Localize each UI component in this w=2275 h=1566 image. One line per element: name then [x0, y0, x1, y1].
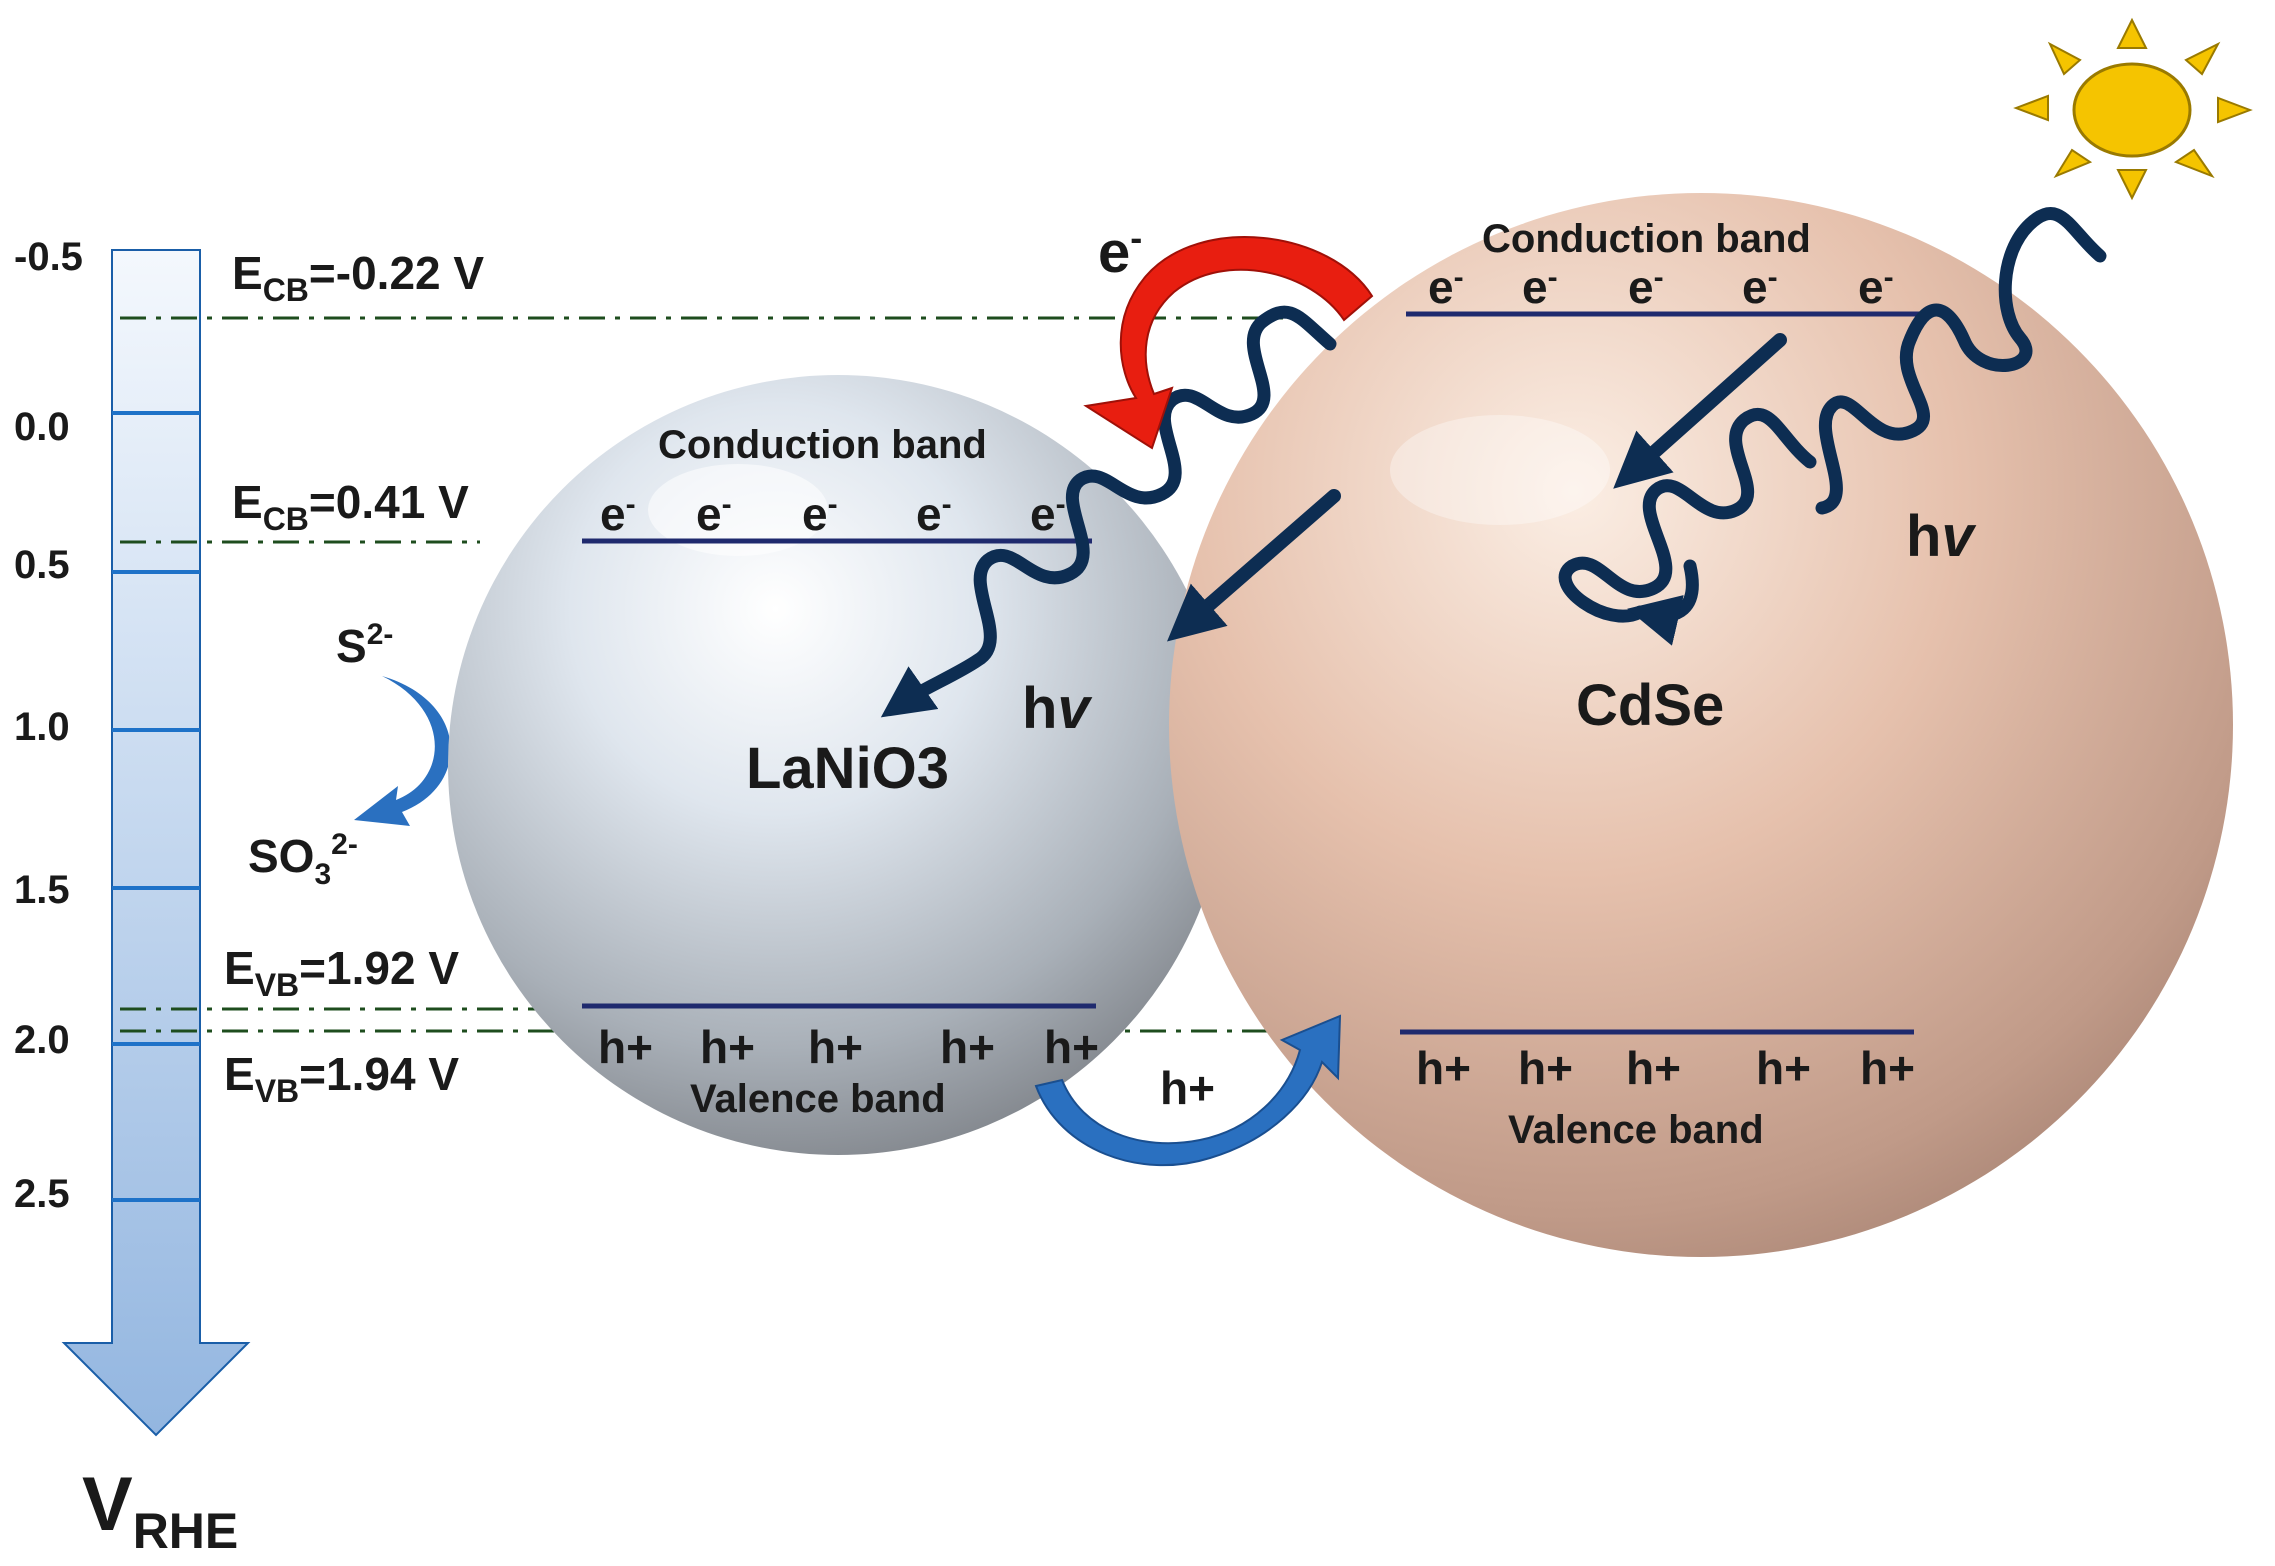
tick-label: 2.5 [14, 1172, 70, 1216]
cdse-holes: h+ h+ h+ h+ h+ [1416, 1042, 1915, 1094]
sulfide-label: S2- [336, 618, 393, 672]
photon-wave-sunlight [1815, 207, 2107, 515]
evb-cdse-label: EVB=1.92 V [224, 942, 459, 1003]
electron: e- [802, 488, 838, 540]
electron: e- [1858, 261, 1894, 313]
electron: e- [1742, 261, 1778, 313]
cdse-name: CdSe [1576, 673, 1724, 738]
ecb-cdse-label: ECB=-0.22 V [232, 247, 484, 308]
electron: e- [916, 488, 952, 540]
hv-label-lanio3: hv [1022, 676, 1092, 741]
axis-label: VRHE [82, 1462, 238, 1559]
electron: e- [600, 488, 636, 540]
lanio3-electrons: e- e- e- e- e- [600, 488, 1066, 540]
electron-transfer-label: e- [1098, 217, 1142, 285]
lanio3-valence-band-label: Valence band [690, 1077, 946, 1121]
sulfide-oxidation-arrow [354, 676, 451, 826]
tick-label: 0.5 [14, 543, 70, 587]
scale-arrow-body [61, 249, 251, 1437]
hole: h+ [1044, 1021, 1099, 1073]
hole: h+ [1416, 1042, 1471, 1094]
sulfite-label: SO32- [248, 828, 358, 891]
hole: h+ [1860, 1042, 1915, 1094]
sun-icon [2013, 17, 2253, 201]
lanio3-name: LaNiO3 [746, 736, 949, 801]
hole-transfer-arrow [1034, 1014, 1342, 1167]
hole: h+ [1756, 1042, 1811, 1094]
potential-scale: -0.5 0.0 0.5 1.0 1.5 2.0 2.5 VRHE [14, 235, 251, 1559]
axis-label-main: V [82, 1462, 133, 1547]
cdse-electrons: e- e- e- e- e- [1428, 261, 1894, 313]
tick-label: 2.0 [14, 1018, 70, 1062]
hole: h+ [1518, 1042, 1573, 1094]
cdse-conduction-band-label: Conduction band [1482, 217, 1811, 261]
tick-label: 1.5 [14, 868, 70, 912]
tick-label: -0.5 [14, 235, 83, 279]
hole: h+ [1626, 1042, 1681, 1094]
hole: h+ [700, 1021, 755, 1073]
cdse-valence-band-label: Valence band [1508, 1108, 1764, 1152]
photon-wave-cdse-tail [1627, 559, 1699, 646]
ecb-lanio3-label: ECB=0.41 V [232, 476, 469, 537]
cdse-particle [1169, 193, 2233, 1257]
lanio3-holes: h+ h+ h+ h+ h+ [598, 1021, 1099, 1073]
hole: h+ [598, 1021, 653, 1073]
hole: h+ [808, 1021, 863, 1073]
electron: e- [696, 488, 732, 540]
electron: e- [1628, 261, 1664, 313]
electron: e- [1030, 488, 1066, 540]
hv-label-cdse: hv [1906, 504, 1976, 569]
axis-label-sub: RHE [133, 1503, 239, 1559]
photon-wave-cdse-visible [1558, 407, 1817, 623]
cdse-highlight [1390, 415, 1610, 525]
hole-transfer-label: h+ [1160, 1062, 1215, 1114]
electron-transfer-arrow [1083, 236, 1374, 450]
lanio3-conduction-band-label: Conduction band [658, 423, 987, 467]
evb-lanio3-label: EVB=1.94 V [224, 1048, 459, 1109]
lanio3-highlight [648, 464, 828, 556]
cdse-electron-relaxation-arrow [1613, 333, 1787, 489]
lanio3-electron-relaxation-arrow [1167, 489, 1341, 642]
photon-wave-lanio3 [880, 305, 1337, 718]
tick-label: 0.0 [14, 405, 70, 449]
tick-label: 1.0 [14, 705, 70, 749]
hole: h+ [940, 1021, 995, 1073]
electron: e- [1522, 261, 1558, 313]
electron: e- [1428, 261, 1464, 313]
